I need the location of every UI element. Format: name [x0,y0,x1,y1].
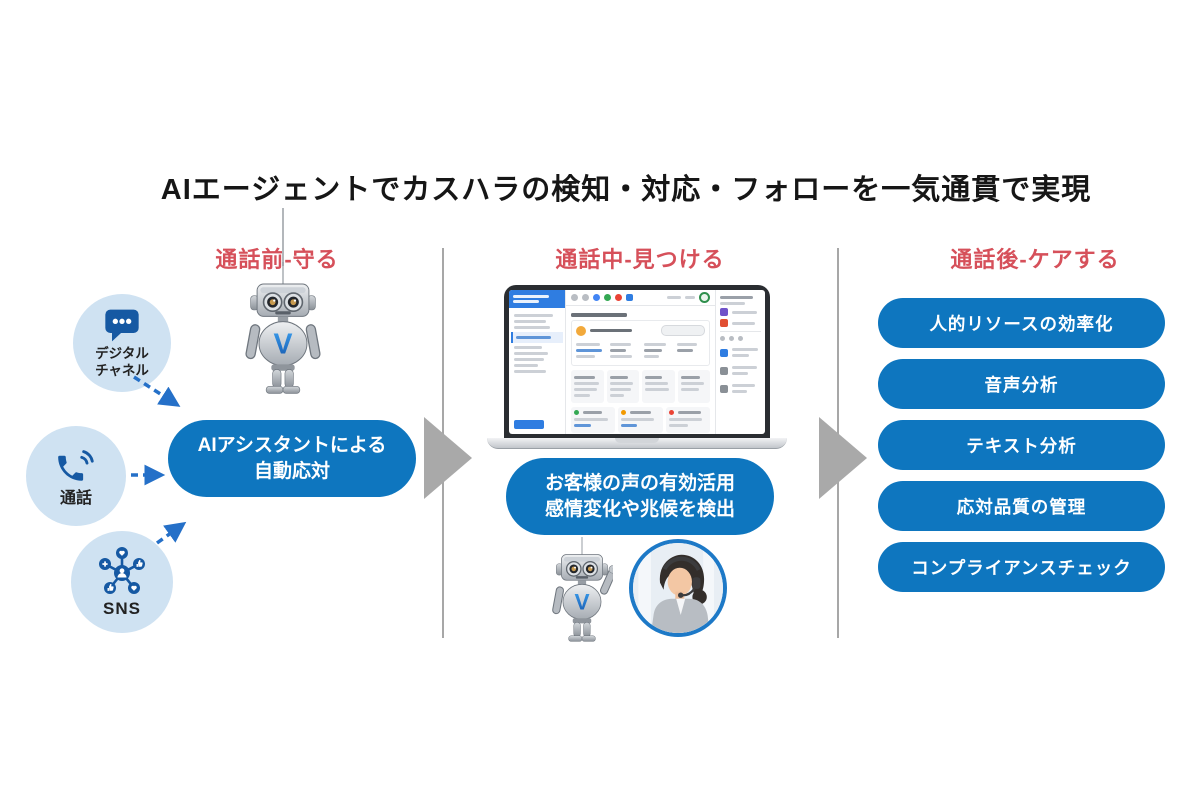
post-call-pill-text-analysis: テキスト分析 [878,420,1165,470]
stage-header-post-call: 通話後-ケアする [950,247,1120,272]
in-call-pill: お客様の声の有効活用 感情変化や兆候を検出 [506,458,774,535]
activity-icon [720,366,728,375]
task-cards-row [571,407,710,433]
dashed-arrow-sns [155,521,187,545]
avatar [576,325,586,336]
channel-sns: SNS [71,531,173,633]
sns-network-icon [99,547,145,595]
calendar-icon [720,308,728,316]
stage-header-in-call: 通話中-見つける [555,247,725,272]
dashboard-sidebar-button [514,420,544,429]
task-card [571,407,616,433]
flow-arrow [424,417,472,499]
channel-label: 通話 [59,490,92,507]
toolbar-icon [582,294,589,301]
dashboard-sidebar [509,290,566,434]
dashboard-nav-active-item [511,332,563,343]
dashboard-screenshot [509,290,765,434]
stage-header-pre-call: 通話前-守る [215,247,339,272]
status-dot [621,410,627,415]
toolbar-icon [571,294,578,301]
dashboard-toolbar [566,290,715,306]
phone-icon [58,450,94,481]
call-agent-photo [629,539,727,637]
customer-profile-card [571,320,710,366]
page-title: AIエージェントでカスハラの検知・対応・フォローを一気通貫で実現 [160,174,1092,206]
detail-card [606,370,639,403]
dashboard-nav-list [509,308,565,420]
activity-icon [720,348,728,357]
badge-icon [699,292,710,303]
alert-icon [720,319,728,327]
dashboard-right-panel [715,290,765,434]
call-agent-illustration [633,543,723,633]
robot-mascot [244,262,322,398]
toolbar-icon [604,294,611,301]
toolbar-icon [593,294,600,301]
laptop-base [487,438,787,449]
post-call-pill-compliance-check: コンプライアンスチェック [878,542,1165,592]
flag-icon [626,294,633,301]
dashboard-sidebar-header [509,290,565,308]
laptop-mockup [487,285,787,449]
post-call-pill-human-resources: 人的リソースの効率化 [878,298,1165,348]
chat-bubble-icon [105,309,139,341]
channel-label: SNS [103,599,141,619]
task-card [665,407,710,433]
status-dot [574,410,579,415]
task-card [618,407,663,433]
dashboard-content [566,306,715,434]
detail-card [642,370,675,403]
flow-arrow [819,417,867,499]
channel-label: デジタル チャネル [95,345,149,378]
robot-mascot-waving [551,537,613,645]
dashboard-main [566,290,715,434]
channel-digital: デジタル チャネル [73,294,171,392]
detail-cards-row [571,370,710,403]
laptop-screen [504,285,770,438]
post-call-pill-quality-management: 応対品質の管理 [878,481,1165,531]
post-call-pill-voice-analysis: 音声分析 [878,359,1165,409]
robot-antenna-wire [282,208,284,266]
card-button [661,325,705,336]
channel-phone: 通話 [26,426,126,526]
detail-card [677,370,710,403]
toolbar-icon [615,294,622,301]
pre-call-pill: AIアシスタントによる 自動応対 [168,420,416,497]
detail-card [571,370,604,403]
status-dot [668,410,674,415]
activity-icon [720,384,728,393]
